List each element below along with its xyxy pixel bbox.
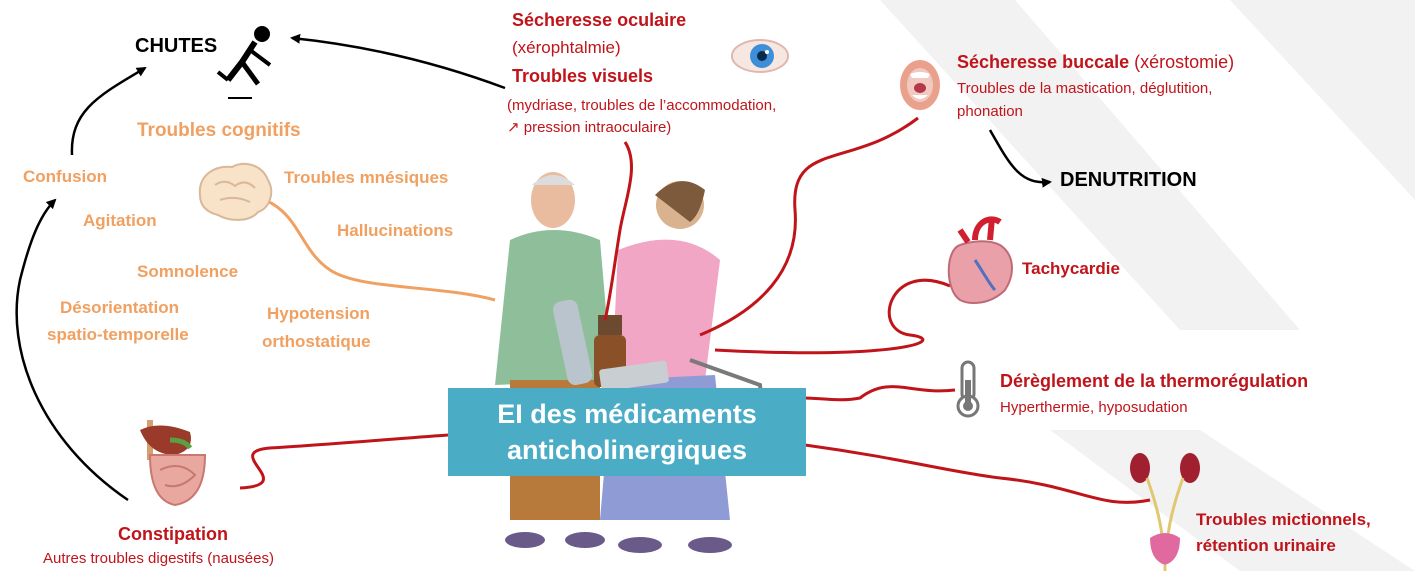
eye-title-2: (xérophtalmie) (512, 38, 621, 57)
eye-title-1: Sécheresse oculaire (512, 10, 687, 30)
cognitive-agitation: Agitation (83, 211, 157, 230)
heart-icon (947, 216, 1013, 304)
mouth-title-paren: (xérostomie) (1129, 52, 1235, 72)
central-topic-line-2: anticholinergiques (506, 435, 748, 465)
brain-icon (198, 162, 273, 221)
elderly-couple-illustration (495, 172, 772, 553)
arrow-mouth-to-denutrition (988, 129, 1052, 188)
arrow-eye-to-chutes (290, 33, 506, 90)
urinary-line-2: rétention urinaire (1196, 536, 1336, 555)
thermo-title: Dérèglement de la thermorégulation (1000, 371, 1309, 391)
cognitive-desorientation-2: spatio-temporelle (47, 325, 189, 344)
cognitive-hypotension-1: Hypotension (267, 304, 370, 323)
cognitive-title: Troubles cognitifs (137, 120, 301, 141)
mouth-detail-1: Troubles de la mastication, déglutition, (957, 80, 1213, 97)
cognitive-hallucinations: Hallucinations (337, 221, 454, 240)
eye-title-3: Troubles visuels (512, 66, 654, 86)
kidneys-bladder-icon (1130, 453, 1200, 571)
connector-mouth (699, 116, 919, 337)
cognitive-somnolence: Somnolence (137, 262, 239, 281)
digestive-title: Constipation (118, 524, 228, 544)
connector-eye (603, 141, 633, 321)
arrow-constipation-to-confusion (15, 198, 129, 502)
digestive-detail: Autres troubles digestifs (nausées) (43, 550, 274, 567)
connector-urinary (804, 443, 1151, 504)
eye-detail-1: (mydriase, troubles de l’accommodation, (507, 97, 777, 114)
central-topic-box: EI des médicaments anticholinergiques (448, 388, 806, 476)
denutrition-label: DENUTRITION (1060, 169, 1197, 191)
connector-heart (714, 278, 951, 355)
medications-illustration (553, 299, 669, 392)
thermo-detail: Hyperthermie, hyposudation (1000, 399, 1188, 416)
connector-digestive (239, 433, 449, 490)
mouth-title-row: Sécheresse buccale (xérostomie) (957, 52, 1234, 74)
arrow-confusion-to-chutes (70, 66, 147, 156)
cognitive-hypotension-2: orthostatique (262, 332, 371, 351)
mouth-title: Sécheresse buccale (957, 52, 1130, 72)
eye-icon (731, 39, 789, 73)
chutes-label: CHUTES (135, 35, 218, 57)
heart-title: Tachycardie (1022, 259, 1120, 278)
eye-detail-2: ↗ pression intraoculaire) (507, 119, 672, 136)
cognitive-confusion: Confusion (23, 167, 108, 186)
digestive-system-icon (140, 420, 207, 507)
black-arrows (15, 33, 1052, 502)
cognitive-mnesiques: Troubles mnésiques (284, 168, 449, 187)
cognitive-desorientation-1: Désorientation (60, 298, 180, 317)
urinary-line-1: Troubles mictionnels, (1196, 510, 1371, 529)
red-connectors (239, 116, 1151, 504)
open-mouth-icon (900, 60, 940, 110)
mouth-detail-2: phonation (957, 103, 1023, 120)
falling-person-icon (216, 26, 272, 99)
connector-cognitive (264, 198, 496, 302)
thermometer-icon (956, 360, 980, 418)
connector-thermo (804, 385, 956, 402)
central-topic-line-1: EI des médicaments (497, 399, 757, 429)
